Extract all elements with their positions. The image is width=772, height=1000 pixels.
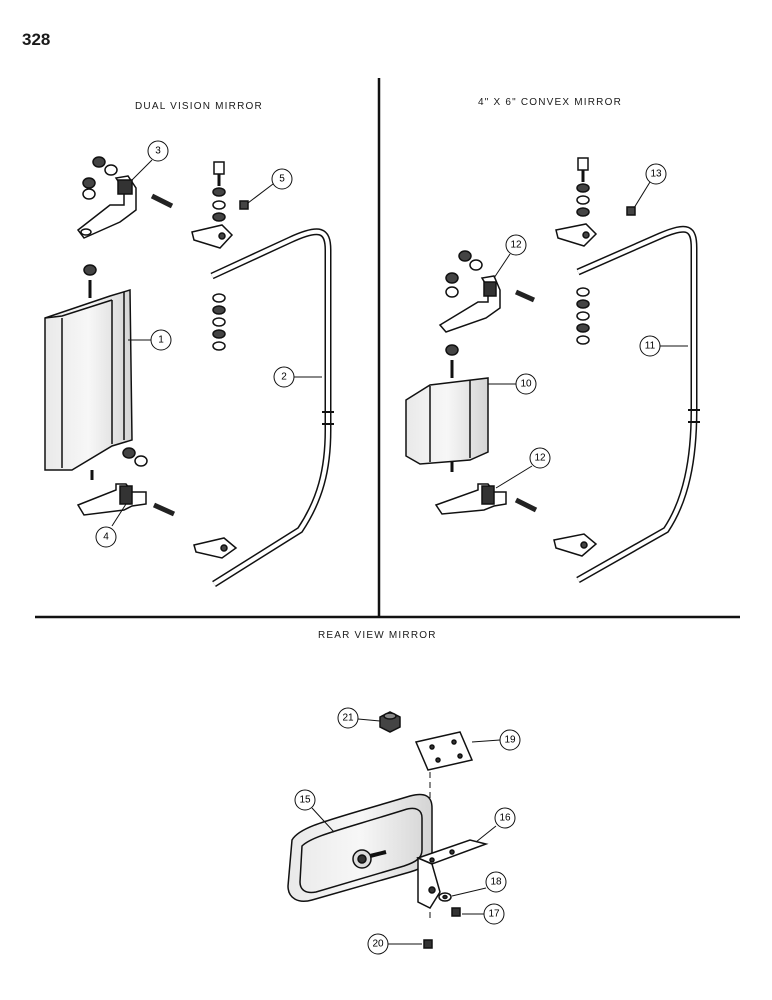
callout-12-lower: 12 (495, 447, 551, 489)
nut-icon (122, 447, 148, 467)
callout-11: 11 (639, 335, 688, 357)
callout-label: 13 (650, 169, 662, 180)
callout-label: 17 (488, 909, 500, 920)
callout-18: 18 (451, 871, 507, 897)
rear-view-mirror-title: REAR VIEW MIRROR (318, 630, 437, 641)
nut-icon (82, 156, 118, 200)
callout-label: 19 (504, 735, 516, 746)
callout-13: 13 (633, 163, 667, 209)
callout-label: 20 (372, 939, 384, 950)
dual-vision-mirror-group (44, 156, 334, 587)
bolt-icon (152, 502, 176, 517)
callout-19: 19 (471, 729, 521, 751)
callout-16: 16 (475, 807, 516, 843)
lower-mirror-bracket (434, 483, 507, 515)
callout-2: 2 (273, 366, 322, 388)
dual-vision-mirror-title: DUAL VISION MIRROR (135, 101, 263, 112)
callout-20: 20 (367, 933, 422, 955)
convex-mirror-group (405, 157, 700, 584)
page-number: 328 (22, 30, 51, 49)
bolt-icon (150, 193, 174, 209)
callout-21: 21 (337, 707, 381, 729)
callout-label: 1 (158, 335, 164, 346)
upper-mount-plate (555, 223, 598, 247)
rear-view-mirror-head (287, 793, 433, 902)
bolt-icon (514, 497, 538, 513)
callout-label: 16 (499, 813, 511, 824)
callout-12-upper: 12 (493, 234, 527, 279)
convex-mirror-title: 4" X 6" CONVEX MIRROR (478, 97, 622, 108)
mounting-plate (414, 731, 474, 771)
convex-mirror-head (405, 344, 489, 472)
rear-view-mirror-group (287, 711, 489, 949)
mirror-bracket (415, 839, 489, 909)
dual-vision-mirror-head (44, 264, 133, 480)
support-arm (210, 228, 332, 587)
callout-label: 5 (279, 174, 285, 185)
callout-3: 3 (131, 140, 169, 181)
callout-5: 5 (247, 168, 293, 204)
hardware-stack (212, 161, 226, 351)
screw-icon (423, 907, 461, 949)
callout-10: 10 (488, 373, 537, 395)
callout-17: 17 (462, 903, 505, 925)
callout-4: 4 (95, 503, 127, 548)
washer-icon (438, 892, 452, 902)
support-arm (576, 225, 698, 584)
hardware-stack (576, 157, 590, 345)
callout-label: 12 (534, 453, 546, 464)
callout-label: 10 (520, 379, 532, 390)
upper-mirror-bracket (438, 275, 501, 333)
callout-label: 15 (299, 795, 311, 806)
lower-mirror-bracket (76, 483, 147, 516)
bolt-icon (514, 289, 536, 303)
callout-label: 18 (490, 877, 502, 888)
callout-label: 12 (510, 240, 522, 251)
nut-icon (379, 711, 401, 733)
screw-icon (239, 200, 249, 210)
callout-label: 3 (155, 146, 161, 157)
lower-mount-plate (553, 533, 598, 557)
callout-label: 4 (103, 532, 109, 543)
upper-mount-plate (191, 224, 234, 249)
callout-label: 21 (342, 713, 354, 724)
callout-label: 2 (281, 372, 287, 383)
nut-icon (445, 250, 483, 298)
callout-1: 1 (128, 329, 172, 351)
callout-15: 15 (294, 789, 335, 833)
screw-icon (626, 206, 636, 216)
upper-mirror-bracket (76, 175, 137, 239)
lower-mount-plate (193, 537, 238, 559)
callout-label: 11 (645, 341, 656, 352)
